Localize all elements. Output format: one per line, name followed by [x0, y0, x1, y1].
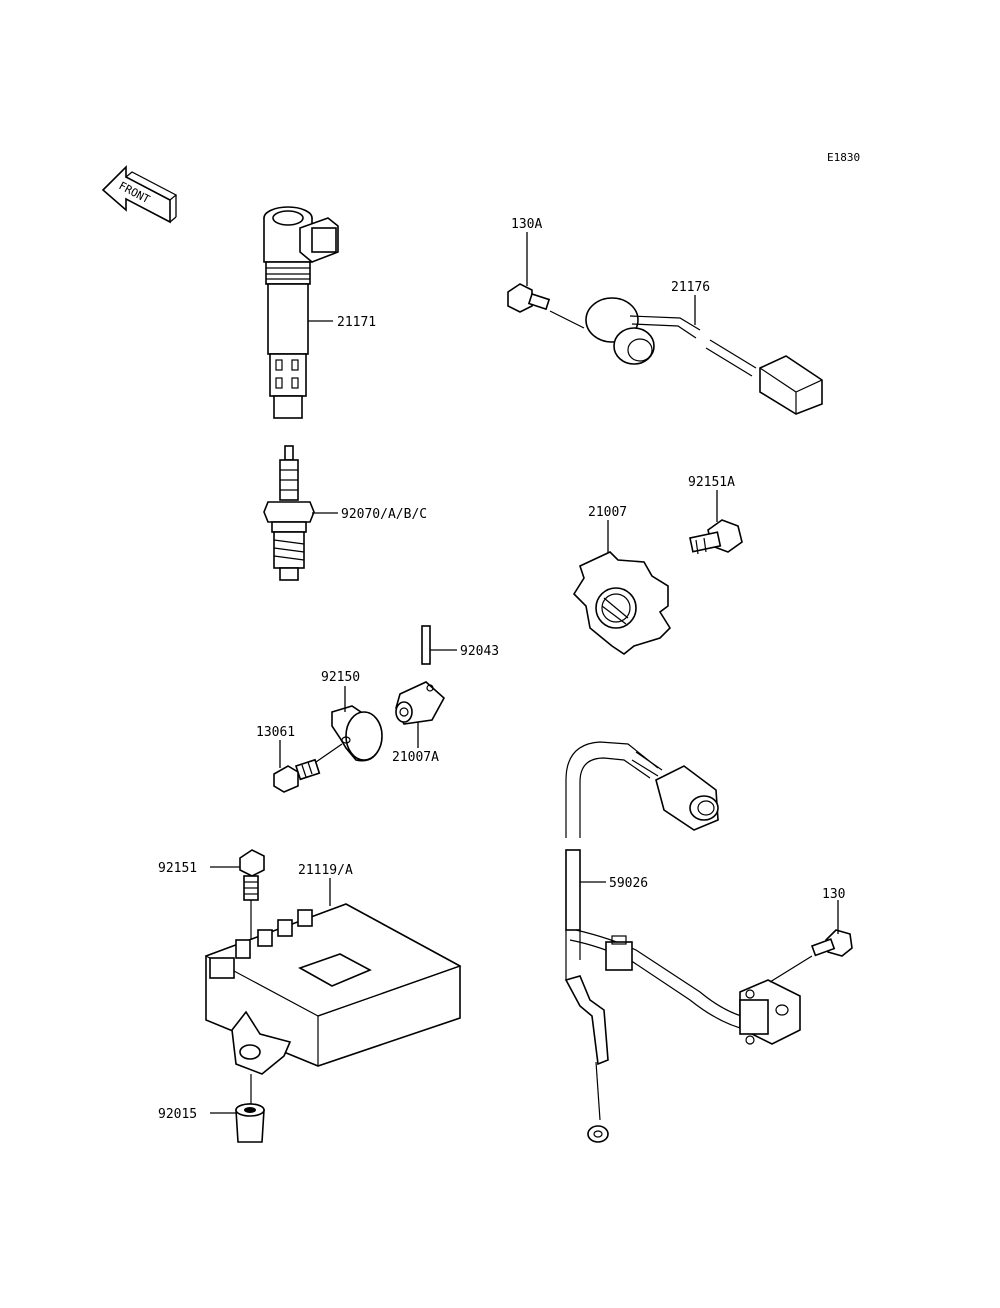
bolt-92151 — [239, 849, 265, 901]
label-92151: 92151 — [158, 861, 197, 876]
rotor-21007 — [572, 551, 672, 655]
harness-59026 — [564, 741, 749, 1143]
label-130A: 130A — [511, 217, 542, 232]
pin-92043 — [421, 625, 431, 665]
label-92151A: 92151A — [688, 475, 735, 490]
ecu-21119 — [204, 903, 462, 1075]
label-21007A: 92150 — [321, 670, 360, 685]
ignition-coil-21171 — [263, 206, 339, 419]
diagram-code: E1830 — [827, 151, 860, 164]
cam-21007A — [331, 705, 383, 762]
label-92015: 92015 — [158, 1107, 197, 1122]
label-92070: 92070/A/B/C — [341, 507, 427, 522]
front-arrow-icon: FRONT — [101, 165, 178, 224]
label-21176: 21176 — [671, 280, 710, 295]
pickup-sensor — [739, 979, 801, 1045]
spark-plug-92070 — [263, 445, 315, 581]
leader-92150-to-cam — [315, 743, 343, 763]
bolt-92150 — [273, 758, 321, 793]
sensor-21176 — [585, 297, 823, 415]
label-21007: 21007 — [588, 505, 627, 520]
bolt-130A — [507, 283, 551, 313]
label-92043: 92043 — [460, 644, 499, 659]
leader-130A-to-sensor — [549, 310, 585, 329]
label-92150: 13061 — [256, 725, 295, 740]
leader-130-to-sensor — [769, 955, 813, 983]
label-59026: 59026 — [609, 876, 648, 891]
label-21119: 21119/A — [298, 863, 353, 878]
bolt-92151A — [689, 519, 743, 555]
collar-13061 — [395, 681, 446, 725]
label-21171: 21171 — [337, 315, 376, 330]
collar-92015 — [235, 1103, 265, 1143]
label-13061: 21007A — [392, 750, 439, 765]
bolt-130 — [810, 929, 853, 957]
label-130: 130 — [822, 887, 845, 902]
